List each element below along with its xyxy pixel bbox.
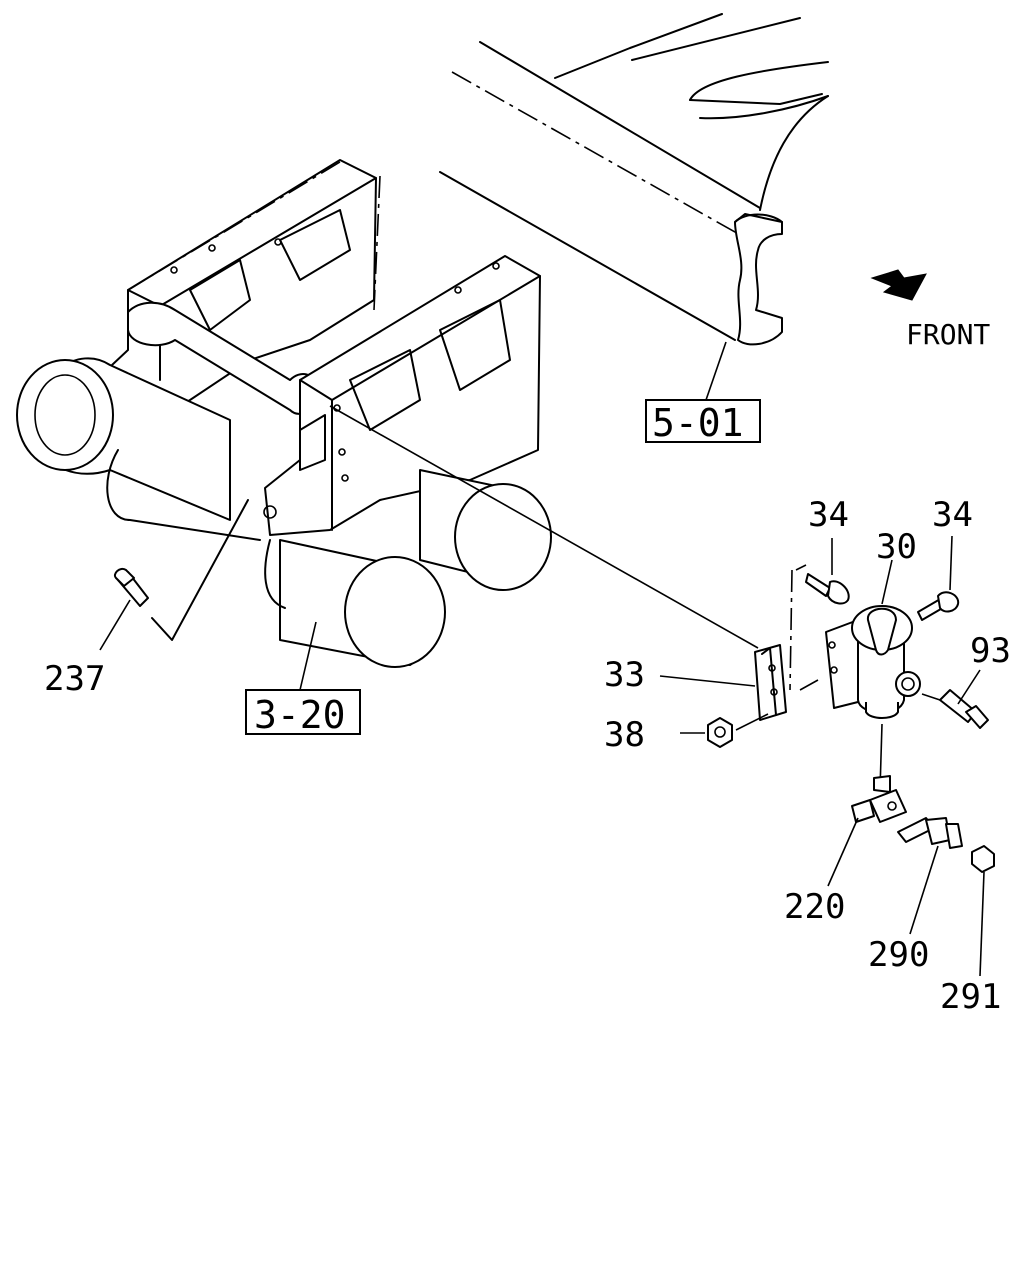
ref-3-20-label: 3-20 [254, 693, 346, 737]
callout-33: 33 [604, 655, 645, 695]
ref-box-3-20[interactable]: 3-20 [245, 689, 361, 737]
fitting-237 [99, 499, 249, 651]
connector-93 [921, 669, 989, 729]
callout-291: 291 [940, 977, 1001, 1017]
front-label: FRONT [906, 318, 990, 351]
bolt-34-left [805, 538, 850, 605]
front-indicator: FRONT [870, 269, 990, 351]
ref-box-5-01[interactable]: 5-01 [645, 399, 761, 445]
cap-291 [971, 845, 995, 977]
callout-220: 220 [784, 887, 845, 927]
tee-220 [827, 775, 907, 887]
suspension-bracket [95, 159, 541, 536]
ref-5-01-label: 5-01 [652, 401, 744, 445]
valve-30 [799, 559, 921, 791]
frame-rail [439, 13, 829, 401]
callout-30: 30 [876, 527, 917, 567]
callout-38: 38 [604, 715, 645, 755]
bolt-34-right [917, 535, 960, 621]
front-arrow-icon [870, 269, 927, 301]
callout-34-left: 34 [808, 495, 849, 535]
nut-38 [680, 713, 769, 748]
bracket-33 [659, 564, 807, 721]
drain-cock-290 [897, 817, 963, 935]
callout-93: 93 [970, 631, 1011, 671]
callout-237: 237 [44, 659, 105, 699]
guide-line [329, 405, 759, 649]
axle-cylinders [16, 357, 552, 691]
callout-34-right: 34 [932, 495, 973, 535]
callout-290: 290 [868, 935, 929, 975]
